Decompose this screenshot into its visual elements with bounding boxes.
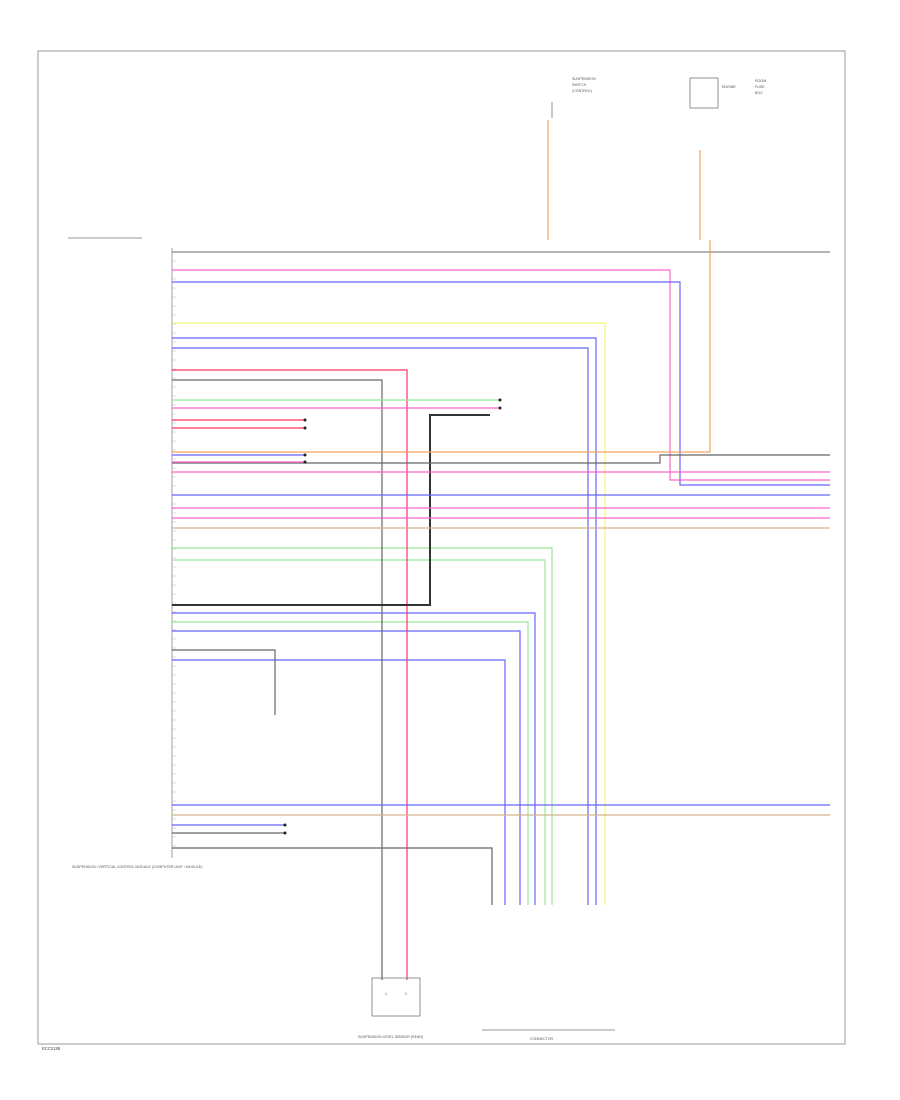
junction-dot <box>303 418 307 422</box>
right-feed-wires <box>172 120 830 834</box>
bottom-sensor: 1 2 SUSPENSION LEVEL SENSOR (REAR) <box>358 977 423 1039</box>
junction-dots <box>283 398 502 835</box>
top-component-fuse: ENGINE ROOM FUSE BOX <box>689 77 766 109</box>
svg-text:ROOM: ROOM <box>755 79 766 83</box>
svg-text:ENGINE: ENGINE <box>722 85 736 89</box>
svg-text:1: 1 <box>385 992 387 996</box>
junction-dot <box>283 823 287 827</box>
bottom-connector: CONNECTOR <box>482 1029 615 1041</box>
svg-text:2: 2 <box>405 992 407 996</box>
module-pin-labels <box>172 251 176 847</box>
page-reference: ECC2188 <box>42 1046 61 1051</box>
junction-dot <box>283 831 287 835</box>
junction-dot <box>498 406 502 410</box>
svg-text:SWITCH: SWITCH <box>572 83 587 87</box>
svg-text:(CONTROL): (CONTROL) <box>572 89 592 93</box>
svg-text:FUSE: FUSE <box>755 85 765 89</box>
module-label: SUSPENSION / VERTICAL CONTROL MODULE (CO… <box>72 865 202 869</box>
diagram-frame <box>37 50 846 1045</box>
svg-text:SUSPENSION: SUSPENSION <box>572 77 596 81</box>
svg-text:SUSPENSION LEVEL SENSOR (REAR): SUSPENSION LEVEL SENSOR (REAR) <box>358 1035 423 1039</box>
junction-dot <box>303 460 307 464</box>
svg-text:CONNECTOR: CONNECTOR <box>530 1037 553 1041</box>
svg-text:BOX: BOX <box>755 91 763 95</box>
junction-dot <box>498 398 502 402</box>
junction-dot <box>303 453 307 457</box>
top-component-switch: SUSPENSION SWITCH (CONTROL) <box>551 77 596 118</box>
junction-dot <box>303 426 307 430</box>
vertical-wires <box>172 322 606 980</box>
